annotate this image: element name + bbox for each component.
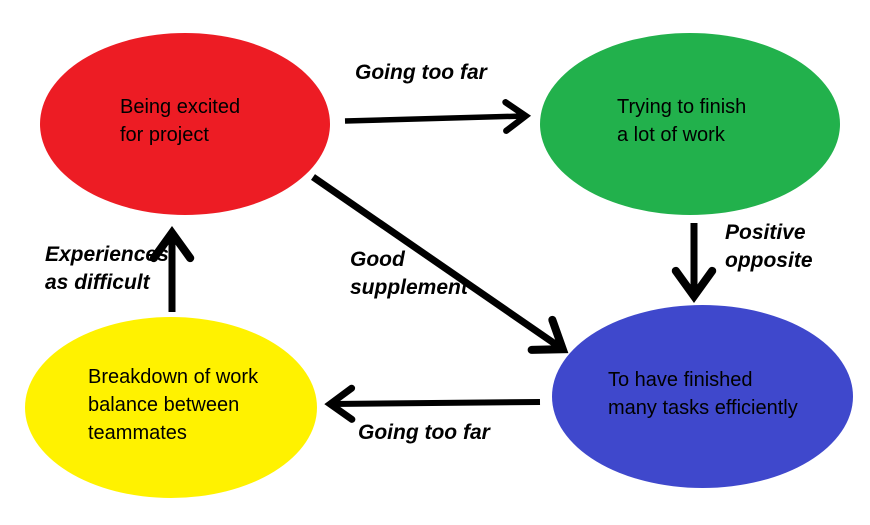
edge-label-line: Positive	[725, 221, 806, 244]
edge-label-line: Experiences	[45, 243, 169, 266]
node-label-trying-to-finish: Trying to finish a lot of work	[617, 93, 746, 149]
node-label-line: for project	[120, 124, 209, 146]
arrow-being-excited-to-trying-to-finish	[344, 99, 532, 134]
node-label-line: Breakdown of work	[88, 366, 259, 388]
node-label-line: teammates	[88, 422, 187, 444]
edge-label-going-too-far-bottom: Going too far	[358, 419, 490, 447]
edge-label-going-too-far-top: Going too far	[355, 59, 487, 87]
arrow-to-have-finished-to-breakdown	[324, 384, 541, 423]
node-label-line: Being excited	[120, 96, 241, 118]
node-label-breakdown-of-work: Breakdown of work balance between teamma…	[88, 363, 258, 447]
node-being-excited	[40, 33, 330, 215]
node-label-line: To have finished	[608, 369, 753, 391]
node-breakdown-of-work	[25, 317, 317, 498]
node-label-line: Trying to finish	[617, 96, 747, 118]
edge-label-line: as difficult	[45, 271, 150, 294]
edge-label-line: Good	[350, 248, 405, 271]
node-label-line: many tasks efficiently	[608, 397, 798, 419]
edge-label-line: supplement	[350, 276, 468, 299]
edge-label-line: Going too far	[358, 421, 490, 444]
node-label-line: a lot of work	[617, 124, 725, 146]
node-label-line: balance between	[88, 394, 240, 416]
node-label-being-excited: Being excited for project	[120, 93, 240, 149]
edge-label-positive-opposite: Positive opposite	[725, 219, 813, 275]
edge-label-line: Going too far	[355, 61, 487, 84]
edge-label-good-supplement: Good supplement	[350, 246, 468, 302]
edge-label-experiences-as-difficult: Experiences as difficult	[45, 241, 169, 297]
node-to-have-finished	[552, 305, 853, 488]
node-trying-to-finish	[540, 33, 840, 215]
node-label-to-have-finished: To have finished many tasks efficiently	[608, 366, 798, 422]
edge-label-line: opposite	[725, 249, 813, 272]
